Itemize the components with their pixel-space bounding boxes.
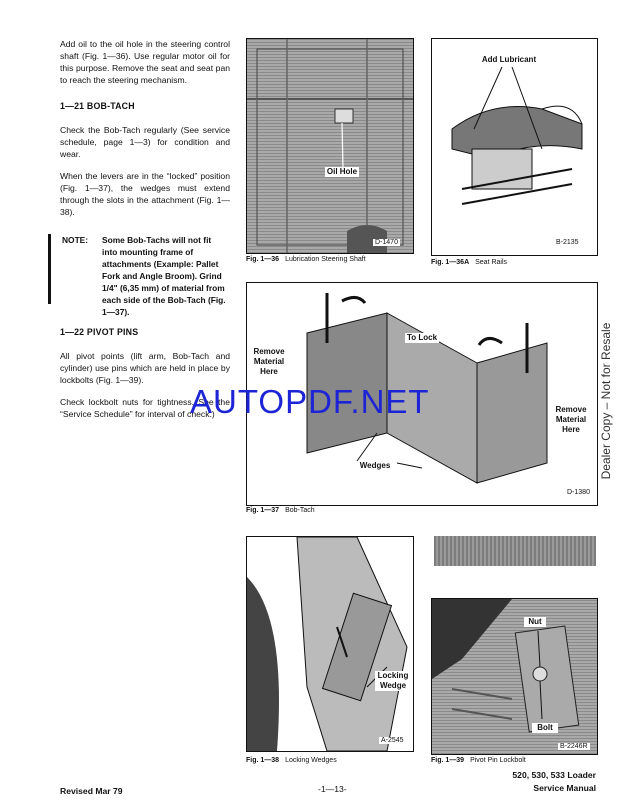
figure-1-36-callout: Oil Hole (325, 167, 359, 177)
figure-1-37-caption: Fig. 1—37 Bob-Tach (246, 507, 315, 514)
text-column: Add oil to the oil hole in the steering … (60, 38, 230, 228)
figure-1-39-photo: Nut Bolt B-2246R (431, 598, 598, 755)
figure-1-36a-number: Fig. 1—36A (431, 259, 470, 266)
pivot-heading: 1—22 PIVOT PINS (60, 327, 139, 337)
main-watermark: AUTOPDF.NET (190, 383, 430, 420)
note-label: NOTE: (62, 235, 89, 245)
pivot-section: 1—22 PIVOT PINS All pivot points (lift a… (60, 326, 230, 430)
bobtach-heading: 1—21 BOB-TACH (60, 101, 135, 111)
figure-1-36a-caption: Fig. 1—36A Seat Rails (431, 259, 507, 266)
figure-1-38-title: Locking Wedges (285, 757, 337, 764)
figure-1-39-number: Fig. 1—39 (431, 757, 465, 764)
bobtach-paragraph-1: Check the Bob-Tach regularly (See servic… (60, 125, 230, 159)
figure-1-36a-title: Seat Rails (475, 259, 508, 266)
footer-revised: Revised Mar 79 (60, 786, 123, 796)
side-watermark: Dealer Copy – Not for Resale (596, 316, 616, 486)
figure-1-38-drawing: Locking Wedge A-2545 (246, 536, 414, 752)
intro-paragraph: Add oil to the oil hole in the steering … (60, 39, 230, 85)
footer-page-number: -1—13- (318, 784, 347, 794)
figure-1-37-callout-right: Remove Material Here (553, 405, 589, 435)
footer-model: 520, 530, 533 Loader (512, 770, 596, 780)
figure-1-39-caption: Fig. 1—39 Pivot Pin Lockbolt (431, 757, 526, 764)
figure-1-36a-code: B-2135 (554, 239, 581, 246)
figure-1-37-title: Bob-Tach (285, 507, 315, 514)
figure-1-37-callout-top: To Lock (405, 333, 439, 343)
figure-1-36-number: Fig. 1—36 (246, 256, 280, 263)
figure-1-38-caption: Fig. 1—38 Locking Wedges (246, 757, 337, 764)
figure-1-36-title: Lubrication Steering Shaft (285, 256, 366, 263)
figure-1-36a-drawing: Add Lubricant B-2135 (431, 38, 598, 256)
pivot-paragraph-2: Check lockbolt nuts for tightness. See t… (60, 397, 230, 419)
figure-1-39-code: B-2246R (558, 743, 590, 750)
figure-1-39-callout-bottom: Bolt (532, 723, 558, 733)
figure-1-39-title: Pivot Pin Lockbolt (470, 757, 526, 764)
figure-1-38-number: Fig. 1—38 (246, 757, 280, 764)
figure-1-36-photo: Oil Hole D-1470 (246, 38, 414, 254)
footer-manual: Service Manual (533, 783, 596, 793)
figure-1-36-caption: Fig. 1—36 Lubrication Steering Shaft (246, 256, 366, 263)
figure-1-36-code: D-1470 (373, 239, 400, 246)
figure-1-37-callout-left: Remove Material Here (251, 347, 287, 377)
figure-1-39-callout-top: Nut (524, 617, 546, 627)
pivot-paragraph-1: All pivot points (lift arm, Bob-Tach and… (60, 351, 230, 385)
side-watermark-text: Dealer Copy – Not for Resale (599, 322, 613, 480)
figure-1-38-code: A-2545 (379, 737, 406, 744)
figure-1-37-drawing: Remove Material Here To Lock Remove Mate… (246, 282, 598, 506)
figure-1-38-callout: Locking Wedge (375, 671, 411, 691)
figure-1-37-code: D-1380 (565, 489, 592, 496)
gray-patch (434, 536, 596, 566)
note-bar (48, 234, 51, 304)
figure-1-37-number: Fig. 1—37 (246, 507, 280, 514)
note-body: Some Bob-Tachs will not fit into mountin… (102, 235, 226, 317)
figure-1-37-callout-bottom: Wedges (357, 461, 393, 471)
figure-1-36a-callout: Add Lubricant (474, 55, 544, 65)
bobtach-paragraph-2: When the levers are in the “locked” posi… (60, 171, 230, 217)
